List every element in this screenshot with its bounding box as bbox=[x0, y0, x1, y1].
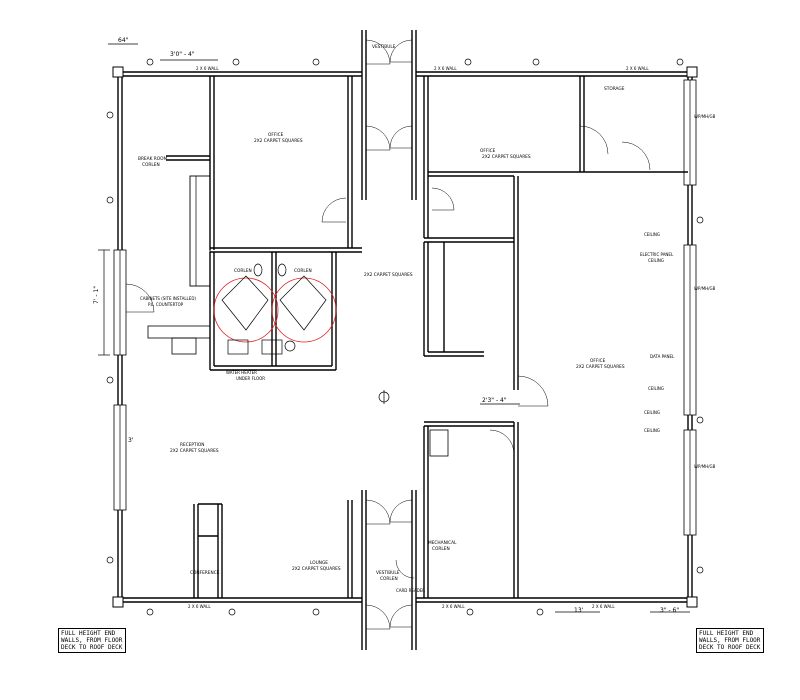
cabinets-label: CABINETS (SITE INSTALLED) bbox=[140, 296, 196, 301]
dim-label: 13' bbox=[574, 607, 584, 614]
wall-labels: 2 X 6 WALL 2 X 6 WALL 2 X 6 WALL 2 X 6 W… bbox=[140, 66, 716, 609]
wall-2x6-label: 2 X 6 WALL bbox=[196, 66, 219, 71]
wp-tag: WP/MH/GB bbox=[694, 114, 716, 119]
dim-label: 3" - 6" bbox=[660, 607, 679, 614]
wp-tag: WP/MH/GB bbox=[694, 464, 716, 469]
ceiling-tag: CEILING bbox=[648, 258, 664, 263]
note-line: DECK TO ROOF DECK bbox=[699, 644, 761, 651]
note-line: DECK TO ROOF DECK bbox=[61, 644, 123, 651]
open-office-floor: 2X2 CARPET SQUARES bbox=[576, 364, 625, 370]
dim-label: 2'3" - 4" bbox=[482, 397, 507, 404]
wall-2x6-label: 2 X 6 WALL bbox=[188, 604, 211, 609]
water-heater-sub-label: UNDER FLOOR bbox=[236, 376, 265, 381]
reception-floor: 2X2 CARPET SQUARES bbox=[170, 448, 219, 454]
right-note-box: FULL HEIGHT END WALLS, FROM FLOOR DECK T… bbox=[696, 628, 764, 653]
note-line: WALLS, FROM FLOOR bbox=[699, 637, 761, 644]
note-line: FULL HEIGHT END bbox=[699, 630, 754, 637]
interior-walls bbox=[147, 76, 688, 598]
office-1-floor: 2X2 CARPET SQUARES bbox=[254, 138, 303, 144]
office-2-label: OFFICE bbox=[480, 148, 496, 154]
wp-tag: WP/MH/GB bbox=[694, 286, 716, 291]
dim-label: 3'0" - 4" bbox=[170, 51, 195, 58]
vestibule-bottom-floor: CORLEN bbox=[380, 576, 398, 582]
office-2-floor: 2X2 CARPET SQUARES bbox=[482, 154, 531, 160]
room-labels: BREAK ROOM CORLEN OFFICE 2X2 CARPET SQUA… bbox=[138, 44, 625, 582]
reception-label: RECEPTION bbox=[180, 442, 205, 448]
ceiling-tag: CEILING bbox=[648, 386, 664, 391]
break-room-label: BREAK ROOM bbox=[138, 156, 168, 162]
dim-label: 3' bbox=[128, 437, 134, 444]
door-swings bbox=[125, 125, 651, 579]
wall-2x6-label: 2 X 6 WALL bbox=[626, 66, 649, 71]
wall-2x6-label: 2 X 6 WALL bbox=[434, 66, 457, 71]
dimension-labels: 64" 3'0" - 4" 7' - 1" 3' 2'3" - 4" 13' 3… bbox=[93, 37, 679, 614]
open-office-label: OFFICE bbox=[590, 358, 606, 364]
note-line: FULL HEIGHT END bbox=[61, 630, 116, 637]
restroom-fixtures bbox=[213, 263, 337, 355]
storage-label: STORAGE bbox=[604, 86, 625, 92]
dim-label: 7' - 1" bbox=[93, 286, 100, 304]
water-heater-label: WATER HEATER bbox=[226, 370, 257, 375]
mechanical-floor: CORLEN bbox=[432, 546, 450, 552]
dim-label: 64" bbox=[118, 37, 129, 44]
wall-2x6-label: 2 X 6 WALL bbox=[442, 604, 465, 609]
outlet-tags bbox=[106, 58, 704, 616]
dimension-lines bbox=[98, 43, 690, 613]
cabinets-sub-label: P.L. COUNTERTOP bbox=[148, 302, 184, 307]
exterior-walls bbox=[112, 66, 698, 608]
ceiling-tag: CEILING bbox=[644, 232, 660, 237]
break-room-floor: CORLEN bbox=[142, 162, 160, 168]
office-1-label: OFFICE bbox=[268, 132, 284, 138]
vestibule-bottom-label: VESTIBULE bbox=[376, 570, 400, 576]
lounge-label: LOUNGE bbox=[310, 560, 328, 566]
ceiling-tag: CEILING bbox=[644, 410, 660, 415]
vestibule-bottom-walls bbox=[361, 490, 417, 650]
mechanical-label: MECHANICAL bbox=[428, 540, 457, 546]
restroom-floor-label-2: CORLEN bbox=[294, 268, 312, 274]
lounge-floor: 2X2 CARPET SQUARES bbox=[292, 566, 341, 572]
vestibule-top-walls bbox=[361, 30, 417, 200]
card-reader-label: CARD READER bbox=[396, 588, 425, 593]
note-line: WALLS, FROM FLOOR bbox=[61, 637, 123, 644]
vestibule-top-label: VESTIBULE bbox=[372, 44, 396, 50]
restroom-floor-label: CORLEN bbox=[234, 268, 252, 274]
electric-panel-label: ELECTRIC PANEL bbox=[640, 252, 674, 257]
ceiling-tag: CEILING bbox=[644, 428, 660, 433]
corridor-floor: 2X2 CARPET SQUARES bbox=[364, 272, 413, 278]
data-panel-label: DATA PANEL bbox=[650, 354, 675, 359]
wall-2x6-label: 2 X 6 WALL bbox=[592, 604, 615, 609]
conference-label: CONFERENCE bbox=[190, 570, 220, 576]
left-note-box: FULL HEIGHT END WALLS, FROM FLOOR DECK T… bbox=[58, 628, 126, 653]
